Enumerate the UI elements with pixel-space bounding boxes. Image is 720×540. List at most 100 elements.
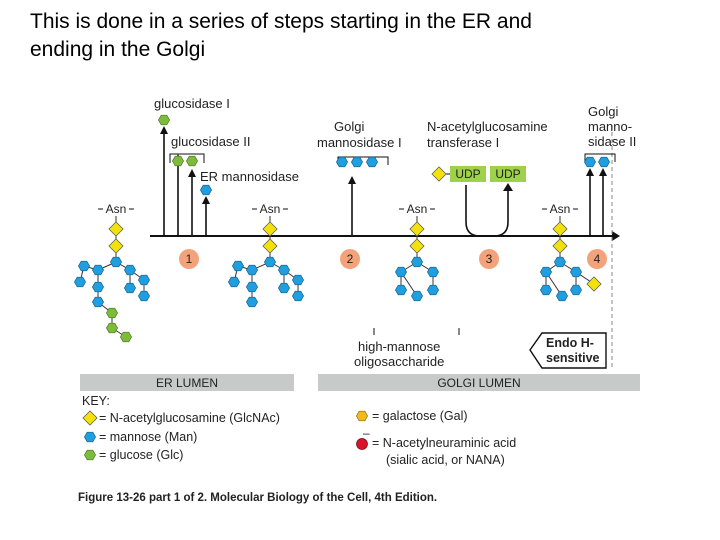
er-lumen-bar: ER LUMEN <box>80 374 294 391</box>
glcnac-icon <box>262 221 278 237</box>
glucosidase1-label: glucosidase I <box>154 96 230 111</box>
mannose-icon <box>555 290 569 302</box>
high-mannose-label-1: high-mannose <box>358 339 440 354</box>
mannose-icon <box>245 296 259 308</box>
key-symbols <box>82 410 369 461</box>
er-mannosidase-label: ER mannosidase <box>200 169 299 184</box>
mannose-icon <box>426 266 440 278</box>
mannose-icon <box>263 256 277 268</box>
step-2-marker: 2 <box>340 249 360 269</box>
svg-text:GOLGI LUMEN: GOLGI LUMEN <box>437 376 520 390</box>
key-nana-label-2: (sialic acid, or NANA) <box>386 453 505 467</box>
glcnac-icon <box>409 221 425 237</box>
glcnac-icon <box>552 221 568 237</box>
svg-text:Asn: Asn <box>106 202 127 216</box>
svg-text:3: 3 <box>486 252 493 266</box>
step4-release-arrows <box>586 168 607 236</box>
mannose-icon <box>569 266 583 278</box>
mannose-icon <box>123 264 137 276</box>
mannose-icon <box>137 290 151 302</box>
step3-udp-arrow <box>465 185 509 237</box>
step-1-marker: 1 <box>179 249 199 269</box>
mannose-icon <box>291 274 305 286</box>
key-title: KEY: <box>82 394 110 408</box>
glucose-icon <box>119 331 133 343</box>
mannose-icon <box>137 274 151 286</box>
svg-text:1: 1 <box>186 252 193 266</box>
mannose-icon <box>73 276 87 288</box>
glcnac-transferase-label-1: N-acetylglucosamine <box>427 119 548 134</box>
mannose-icon <box>583 156 597 168</box>
galactose-icon <box>355 410 369 422</box>
mannose-icon <box>394 266 408 278</box>
tree-after-step2 <box>394 216 440 302</box>
asn-anchor-1: Asn <box>98 201 134 216</box>
figure-caption: Figure 13-26 part 1 of 2. Molecular Biol… <box>78 492 437 504</box>
udp-donor-1: UDP <box>450 166 486 182</box>
mannose-icon <box>350 156 364 168</box>
key-galactose-label: = galactose (Gal) <box>372 409 468 423</box>
membrane-arrowhead <box>612 231 620 241</box>
svg-text:Asn: Asn <box>550 202 571 216</box>
mannose-icon <box>227 276 241 288</box>
golgi-lumen-bar: GOLGI LUMEN <box>318 374 640 391</box>
step-3-marker: 3 <box>479 249 499 269</box>
glucose-icon <box>185 155 199 167</box>
slide-title-line2: ending in the Golgi <box>30 38 206 61</box>
released-sugars <box>157 114 611 196</box>
svg-text:Asn: Asn <box>260 202 281 216</box>
glucose-icon <box>171 155 185 167</box>
nana-icon <box>356 438 368 450</box>
mannose-icon <box>335 156 349 168</box>
mannose-icon <box>231 260 245 272</box>
glcnac-icon <box>108 221 124 237</box>
mannose-icon <box>83 431 97 443</box>
asn-anchor-2: Asn <box>252 201 288 216</box>
mannose-icon <box>539 266 553 278</box>
oligosaccharide-trees <box>73 216 602 343</box>
step-4-marker: 4 <box>587 249 607 269</box>
key-mannose-label: = mannose (Man) <box>99 430 197 444</box>
glucosidase2-bracket <box>169 153 205 163</box>
glucose-icon <box>157 114 171 126</box>
glucose-icon <box>83 449 97 461</box>
svg-text:Endo H-: Endo H- <box>546 336 594 350</box>
tree-after-step1 <box>227 216 305 308</box>
mannose-icon <box>91 264 105 276</box>
glcnac-icon <box>431 166 447 182</box>
tree-after-step3 <box>539 216 602 302</box>
mannose-icon <box>123 282 137 294</box>
slide-title-line1: This is done in a series of steps starti… <box>30 10 532 33</box>
mannose-icon <box>597 156 611 168</box>
svg-text:4: 4 <box>594 252 601 266</box>
golgi-mannosidase2-label-2: manno- <box>588 119 632 134</box>
step1-release-arrows <box>160 126 210 236</box>
mannose-icon <box>245 281 259 293</box>
mannose-icon <box>277 264 291 276</box>
mannose-icon <box>91 281 105 293</box>
golgi-mannosidase1-label-2: mannosidase I <box>317 135 402 150</box>
udp-donor-2: UDP <box>490 166 526 182</box>
mannose-icon <box>291 290 305 302</box>
key-nana-minus: – <box>363 426 370 440</box>
glucose-icon <box>105 322 119 334</box>
glcnac-icon <box>586 276 602 292</box>
high-mannose-label-2: oligosaccharide <box>354 354 444 369</box>
mannose-icon <box>553 256 567 268</box>
svg-text:UDP: UDP <box>495 167 520 181</box>
mannose-icon <box>569 284 583 296</box>
key-glcnac-label: = N-acetylglucosamine (GlcNAc) <box>99 411 280 425</box>
tree-er-initial <box>73 216 151 343</box>
glcnac-icon <box>82 410 98 426</box>
mannose-icon <box>199 184 213 196</box>
golgi-mannosidase2-label-1: Golgi <box>588 104 618 119</box>
svg-text:ER LUMEN: ER LUMEN <box>156 376 218 390</box>
svg-text:Asn: Asn <box>407 202 428 216</box>
mannose-icon <box>539 284 553 296</box>
glucose-icon <box>105 307 119 319</box>
asn-anchor-3: Asn <box>399 201 435 216</box>
glcnac-icon <box>108 238 124 254</box>
glcnac-icon <box>409 238 425 254</box>
mannose-icon <box>365 156 379 168</box>
mannose-icon <box>109 256 123 268</box>
